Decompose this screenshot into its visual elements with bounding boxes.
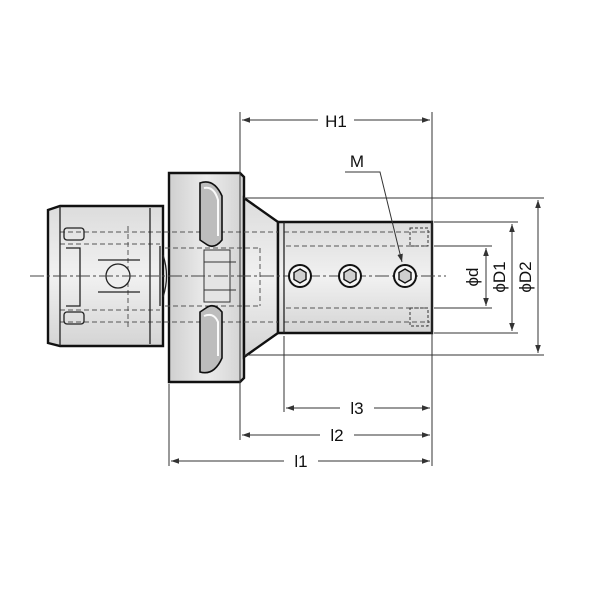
hidden-lines bbox=[60, 226, 430, 328]
label-m: M bbox=[350, 152, 364, 171]
clamp-screws bbox=[288, 264, 417, 288]
flange-slots bbox=[199, 181, 236, 374]
screw-2 bbox=[338, 264, 362, 288]
label-phi-d: ϕd bbox=[463, 268, 482, 287]
lower-slot bbox=[199, 304, 223, 374]
m-leader bbox=[345, 171, 403, 263]
label-phi-d1: ϕD1 bbox=[490, 261, 509, 292]
holder-body bbox=[46, 171, 434, 384]
screw-3 bbox=[393, 264, 417, 288]
label-l3: l3 bbox=[350, 399, 363, 418]
end-slots bbox=[409, 227, 429, 327]
dimensions bbox=[168, 112, 544, 466]
dimension-labels: H1 M l3 l2 l1 ϕd ϕD1 ϕD2 bbox=[284, 110, 535, 471]
label-phi-d2: ϕD2 bbox=[516, 261, 535, 292]
label-h1: H1 bbox=[325, 112, 347, 131]
cone-transition bbox=[242, 195, 280, 360]
screw-1 bbox=[288, 264, 312, 288]
label-l1: l1 bbox=[294, 452, 307, 471]
label-l2: l2 bbox=[330, 426, 343, 445]
